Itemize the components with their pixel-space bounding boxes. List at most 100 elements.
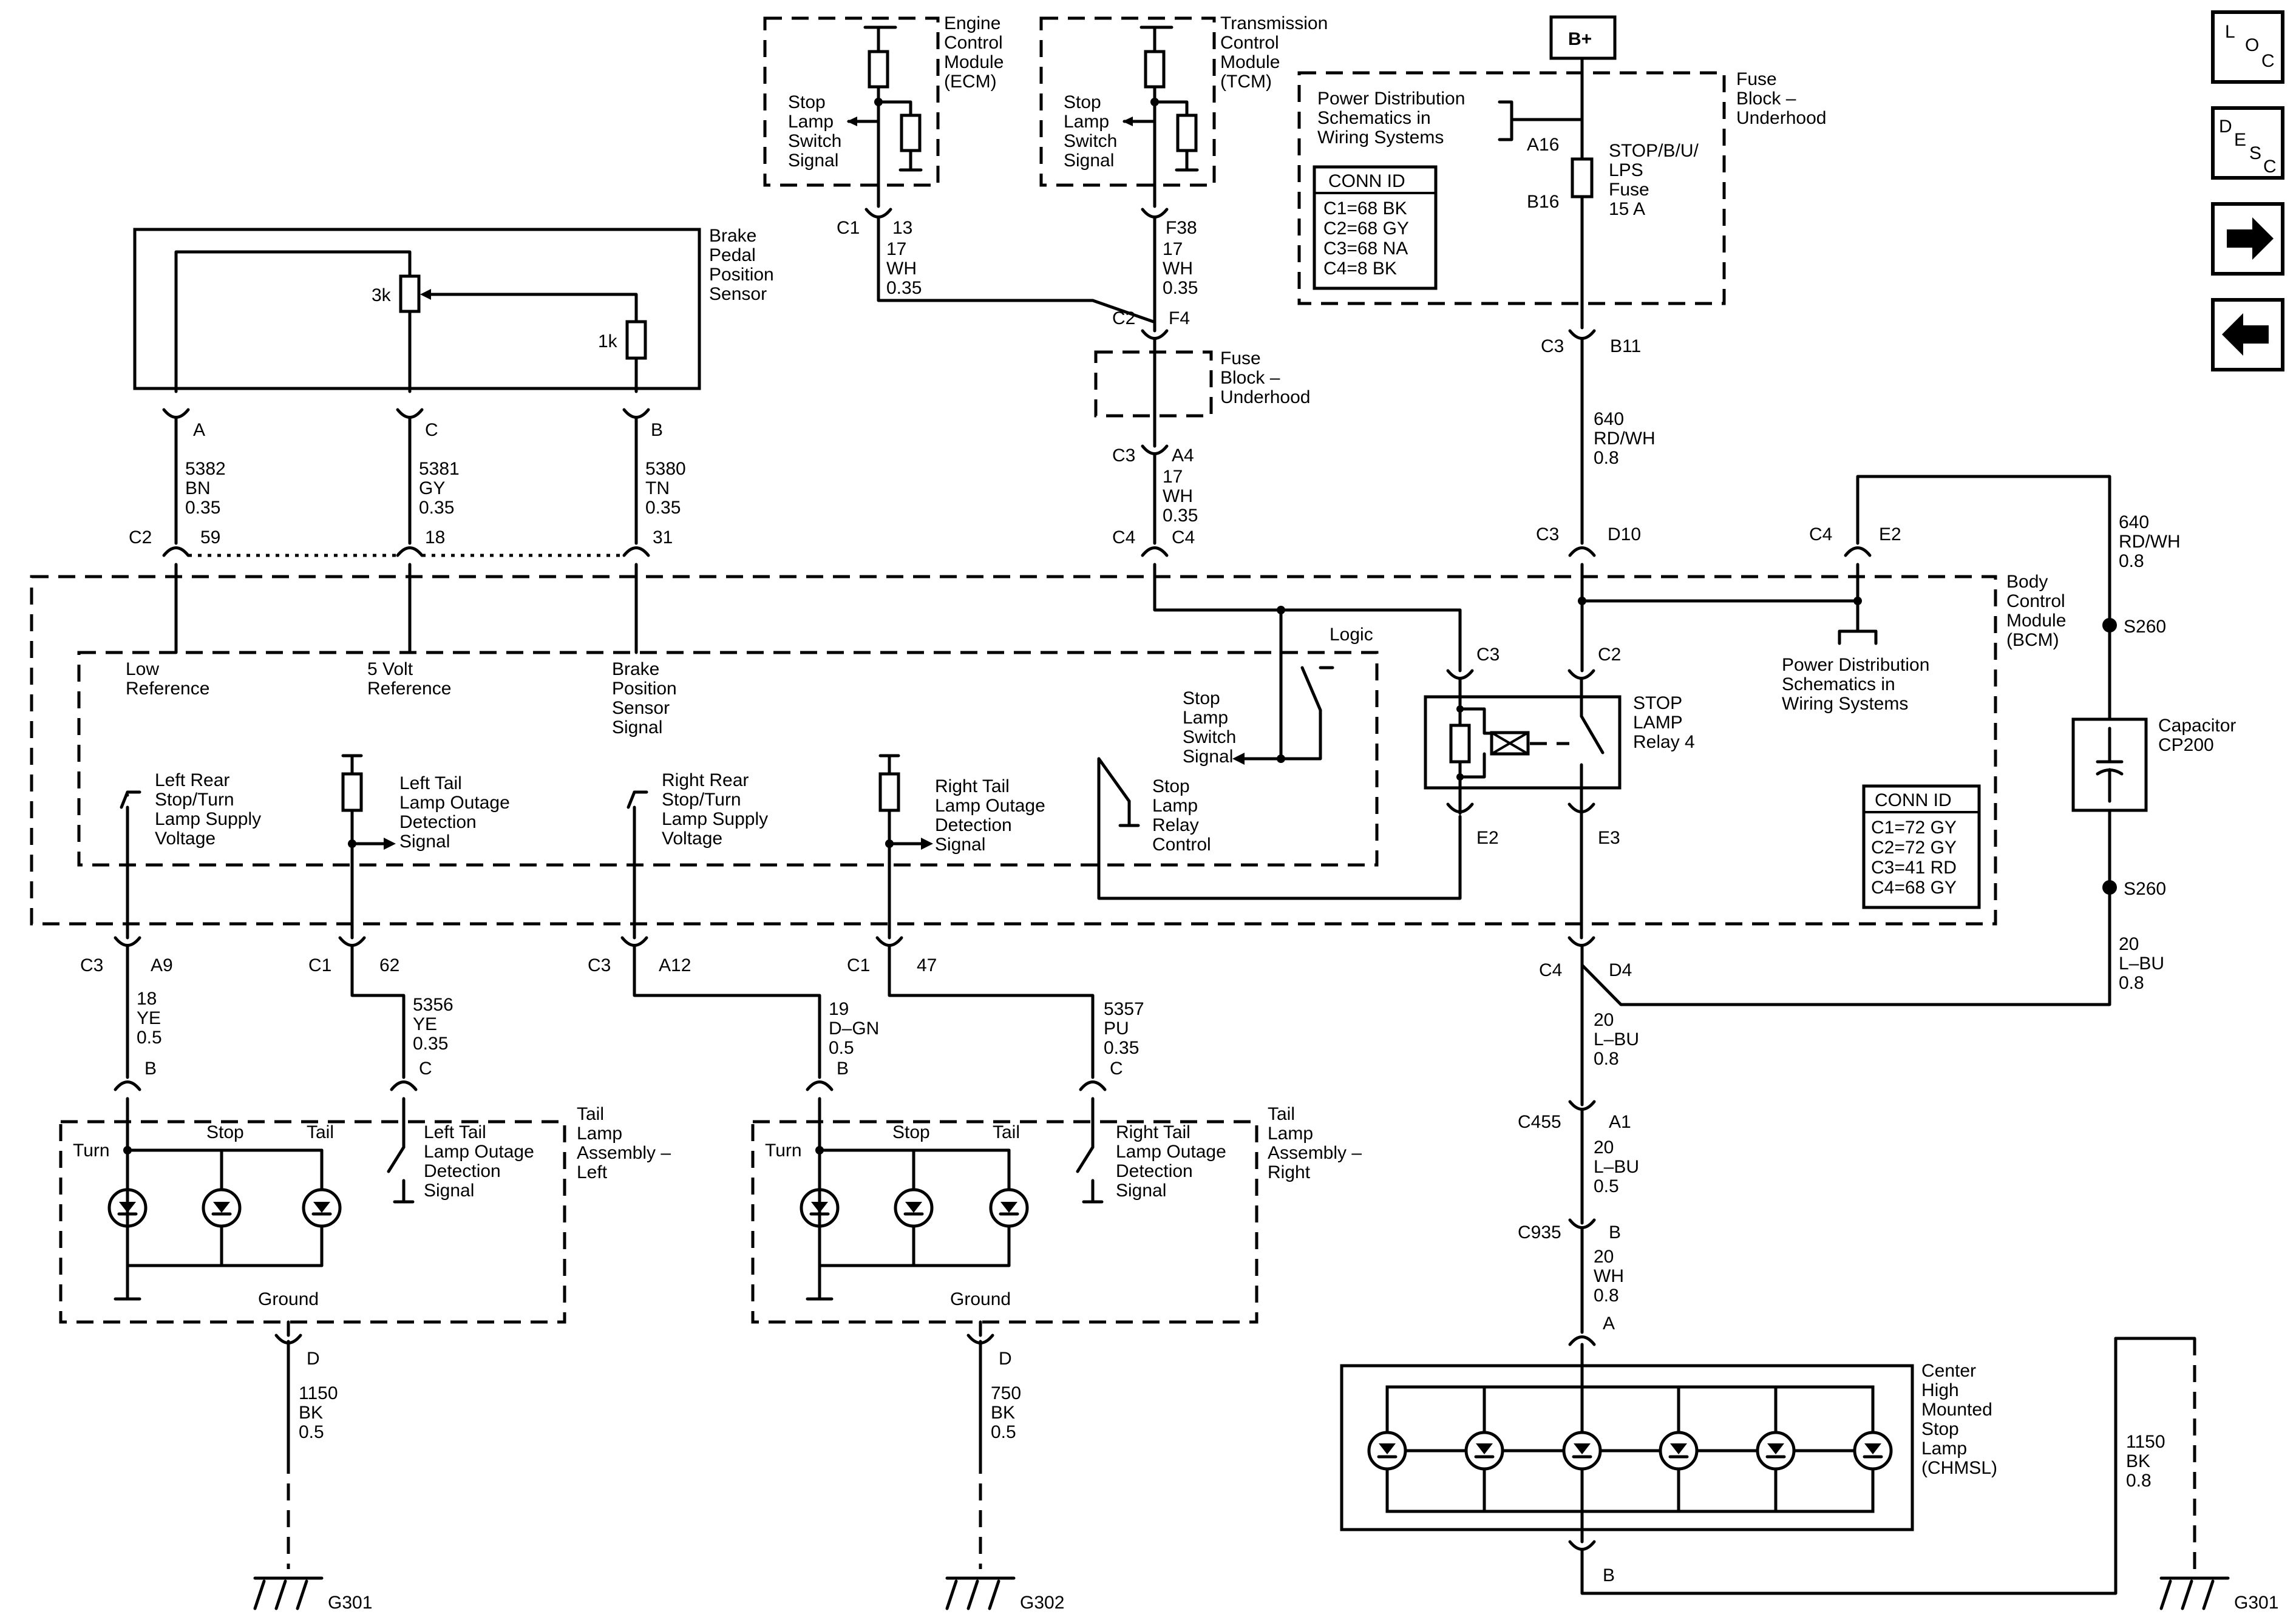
svg-text:CONN ID: CONN ID [1328, 171, 1405, 191]
svg-text:750: 750 [991, 1383, 1021, 1403]
svg-text:B: B [144, 1059, 157, 1079]
svg-text:Brake: Brake [612, 659, 659, 679]
svg-text:Transmission: Transmission [1220, 13, 1328, 33]
svg-text:C1: C1 [308, 955, 331, 975]
svg-text:5357: 5357 [1104, 999, 1144, 1019]
svg-text:18: 18 [137, 989, 157, 1009]
svg-text:RD/WH: RD/WH [1594, 429, 1656, 449]
svg-text:Stop: Stop [788, 92, 826, 112]
ecm-module: Engine Control Module (ECM) Stop Lamp Sw… [763, 13, 1004, 208]
svg-text:Tail: Tail [577, 1104, 604, 1124]
svg-text:L: L [2225, 22, 2235, 42]
svg-text:E2: E2 [1476, 828, 1499, 848]
svg-text:C3: C3 [1112, 446, 1135, 466]
svg-text:Lamp Outage: Lamp Outage [424, 1142, 534, 1162]
svg-text:Sensor: Sensor [612, 698, 670, 718]
svg-text:C1=68 BK: C1=68 BK [1323, 198, 1407, 219]
svg-text:0.8: 0.8 [2126, 1471, 2152, 1491]
svg-text:0.8: 0.8 [2119, 973, 2144, 993]
svg-text:C3: C3 [1536, 524, 1559, 544]
prev-page-button[interactable] [2211, 298, 2284, 371]
desc-button[interactable]: D E S C [2211, 106, 2284, 180]
svg-text:Wiring Systems: Wiring Systems [1317, 127, 1444, 147]
svg-text:Lamp: Lamp [1921, 1439, 1967, 1459]
svg-text:20: 20 [2119, 934, 2139, 954]
svg-text:GY: GY [419, 478, 445, 498]
svg-text:0.35: 0.35 [1163, 506, 1198, 526]
svg-text:STOP: STOP [1633, 693, 1682, 713]
svg-text:A12: A12 [659, 955, 691, 975]
svg-text:1150: 1150 [2126, 1432, 2165, 1452]
fuse-block-conn-table: CONN ID C1=68 BK C2=68 GY C3=68 NA C4=8 … [1313, 165, 1438, 290]
capacitor-cp200: Capacitor CP200 [2071, 623, 2236, 812]
svg-text:Right Tail: Right Tail [1116, 1122, 1190, 1142]
tail-lamp-assembly-right: Tail Lamp Assembly – Right Turn Stop Tai… [751, 1097, 1362, 1324]
svg-text:5381: 5381 [419, 459, 460, 479]
svg-text:CP200: CP200 [2158, 735, 2214, 755]
svg-text:S: S [2249, 143, 2261, 163]
svg-text:Underhood: Underhood [1736, 108, 1826, 128]
svg-text:Module: Module [2006, 611, 2066, 631]
svg-text:Lamp Supply: Lamp Supply [155, 809, 261, 829]
svg-text:5380: 5380 [645, 459, 686, 479]
svg-text:C1: C1 [847, 955, 870, 975]
svg-text:Control: Control [1152, 835, 1211, 855]
svg-text:G302: G302 [1020, 1593, 1064, 1613]
svg-text:Lamp: Lamp [1183, 708, 1228, 728]
connector-c935: C935 B 20 WH 0.8 [1518, 1206, 1624, 1334]
svg-text:High: High [1921, 1380, 1959, 1400]
svg-text:L–BU: L–BU [1594, 1029, 1639, 1049]
svg-text:Signal: Signal [1183, 747, 1233, 767]
svg-text:Power Distribution: Power Distribution [1317, 89, 1465, 109]
svg-text:Right Rear: Right Rear [662, 770, 749, 790]
svg-text:Lamp Outage: Lamp Outage [1116, 1142, 1226, 1162]
svg-text:Voltage: Voltage [155, 829, 216, 849]
svg-text:Body: Body [2006, 572, 2048, 592]
svg-text:59: 59 [200, 527, 220, 547]
svg-text:C4: C4 [1809, 524, 1832, 544]
svg-text:Stop: Stop [1064, 92, 1101, 112]
svg-text:C: C [419, 1059, 432, 1079]
svg-text:Signal: Signal [612, 717, 662, 737]
svg-text:C2=68 GY: C2=68 GY [1323, 219, 1409, 239]
svg-text:C2: C2 [1112, 308, 1135, 328]
svg-text:(CHMSL): (CHMSL) [1921, 1458, 1997, 1478]
svg-text:Relay: Relay [1152, 815, 1199, 835]
svg-text:BK: BK [299, 1403, 323, 1423]
svg-text:C4: C4 [1539, 960, 1562, 980]
ground-g301-right: G301 [2159, 1576, 2278, 1613]
ground-g301-left: G301 [253, 1576, 372, 1613]
chmsl-leds [1367, 1385, 1893, 1513]
svg-text:Sensor: Sensor [709, 284, 767, 304]
svg-text:E: E [2234, 130, 2246, 150]
svg-text:Ground: Ground [950, 1289, 1011, 1309]
next-page-button[interactable] [2211, 202, 2284, 276]
svg-text:Detection: Detection [399, 812, 477, 832]
svg-text:B: B [651, 420, 663, 440]
svg-text:BK: BK [2126, 1451, 2150, 1471]
svg-text:TN: TN [645, 478, 670, 498]
svg-text:C1=72 GY: C1=72 GY [1871, 818, 1957, 838]
svg-text:D4: D4 [1609, 960, 1632, 980]
svg-text:C: C [1110, 1059, 1123, 1079]
svg-text:Left Tail: Left Tail [399, 773, 462, 793]
loc-button[interactable]: L O C [2211, 10, 2284, 84]
svg-text:17: 17 [886, 239, 906, 259]
svg-text:Signal: Signal [935, 835, 985, 855]
svg-text:C2: C2 [1598, 645, 1621, 665]
svg-text:Voltage: Voltage [662, 829, 722, 849]
svg-text:S260: S260 [2124, 617, 2166, 637]
svg-text:L–BU: L–BU [1594, 1157, 1639, 1177]
svg-text:17: 17 [1163, 467, 1183, 487]
svg-text:WH: WH [886, 259, 917, 279]
connector-c455: C455 A1 20 L–BU 0.5 [1518, 1088, 1639, 1210]
svg-text:C4: C4 [1112, 527, 1135, 547]
svg-text:Tail: Tail [1268, 1104, 1295, 1124]
svg-text:YE: YE [137, 1008, 161, 1028]
svg-text:D: D [999, 1349, 1012, 1369]
svg-text:19: 19 [829, 999, 849, 1019]
svg-text:5356: 5356 [413, 995, 453, 1015]
svg-text:E2: E2 [1879, 524, 1901, 544]
svg-text:Ground: Ground [258, 1289, 319, 1309]
svg-text:Engine: Engine [944, 13, 1000, 33]
